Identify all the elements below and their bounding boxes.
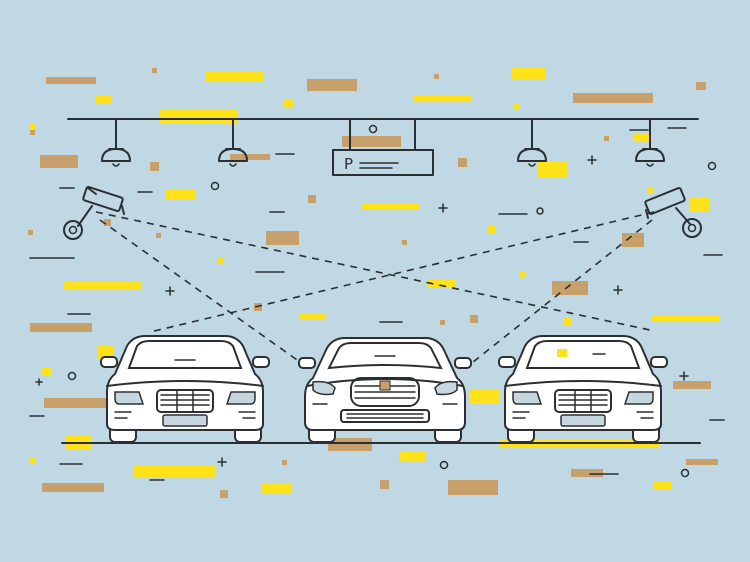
parking-sign-icon: P (332, 118, 434, 176)
camera-view-lines (95, 211, 655, 367)
ceiling-lamp-icon (101, 118, 131, 167)
ceiling-lamp-icon (635, 118, 665, 167)
security-camera-icon (63, 185, 125, 240)
decor-marks (28, 68, 725, 481)
ceiling-lamp-icon (218, 118, 248, 167)
decor-tan-blocks (30, 77, 718, 498)
ceiling-lamp-icon (517, 118, 547, 167)
car-front-icon (298, 337, 472, 443)
parking-sign-letter: P (344, 155, 353, 173)
car-front-icon (100, 335, 270, 443)
security-camera-icon (644, 186, 702, 238)
car-front-icon (498, 335, 668, 443)
